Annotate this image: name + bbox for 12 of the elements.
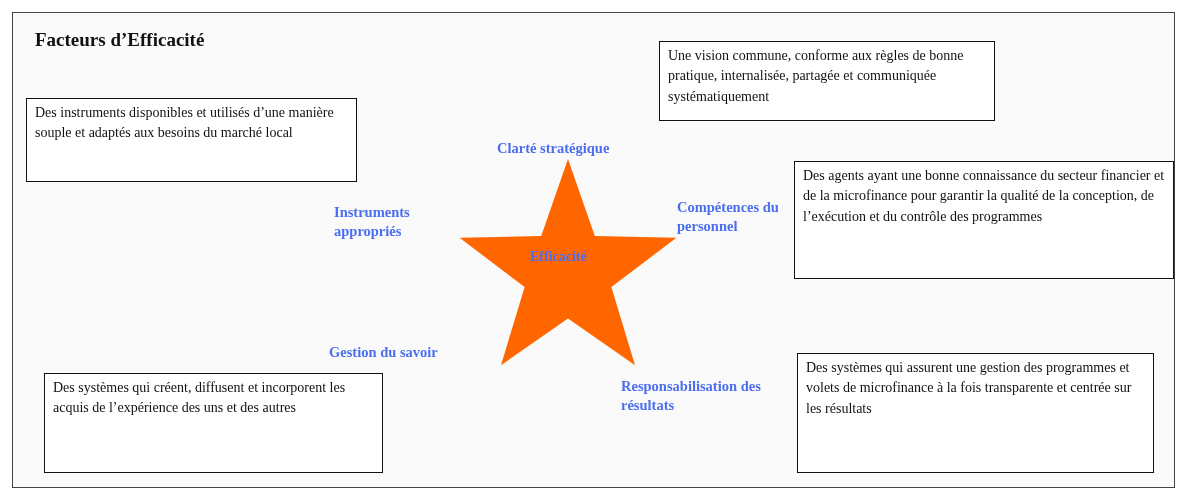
title: Facteurs d’Efficacité bbox=[35, 29, 205, 51]
text-box: Des systèmes qui créent, diffusent et incorporent les acquis de l’expérience des uns et des autres bbox=[44, 373, 383, 473]
factor-label: Responsabilisation des résultats bbox=[621, 377, 762, 415]
text-box: Des systèmes qui assurent une gestion des programmes et volets de microfinance à la fois transparente et centrée sur les résultats bbox=[797, 353, 1154, 473]
text-box: Des agents ayant une bonne connaissance du secteur financier et de la microfinance pour garantir la qualité de la conception, de l’exécution et du contrôle des programmes bbox=[794, 161, 1174, 279]
factor-label: Instruments appropriés bbox=[334, 203, 411, 241]
factor-label: Gestion du savoir bbox=[329, 343, 439, 362]
text-box: Des instruments disponibles et utilisés d’une manière souple et adaptés aux besoins du marché local bbox=[26, 98, 357, 182]
star-label: Efficacité bbox=[530, 249, 587, 265]
factor-label: Compétences du personnel bbox=[677, 198, 780, 236]
text-box: Une vision commune, conforme aux règles de bonne pratique, internalisée, partagée et communiquée systématiquement bbox=[659, 41, 995, 121]
factor-label: Clarté stratégique bbox=[497, 139, 611, 158]
